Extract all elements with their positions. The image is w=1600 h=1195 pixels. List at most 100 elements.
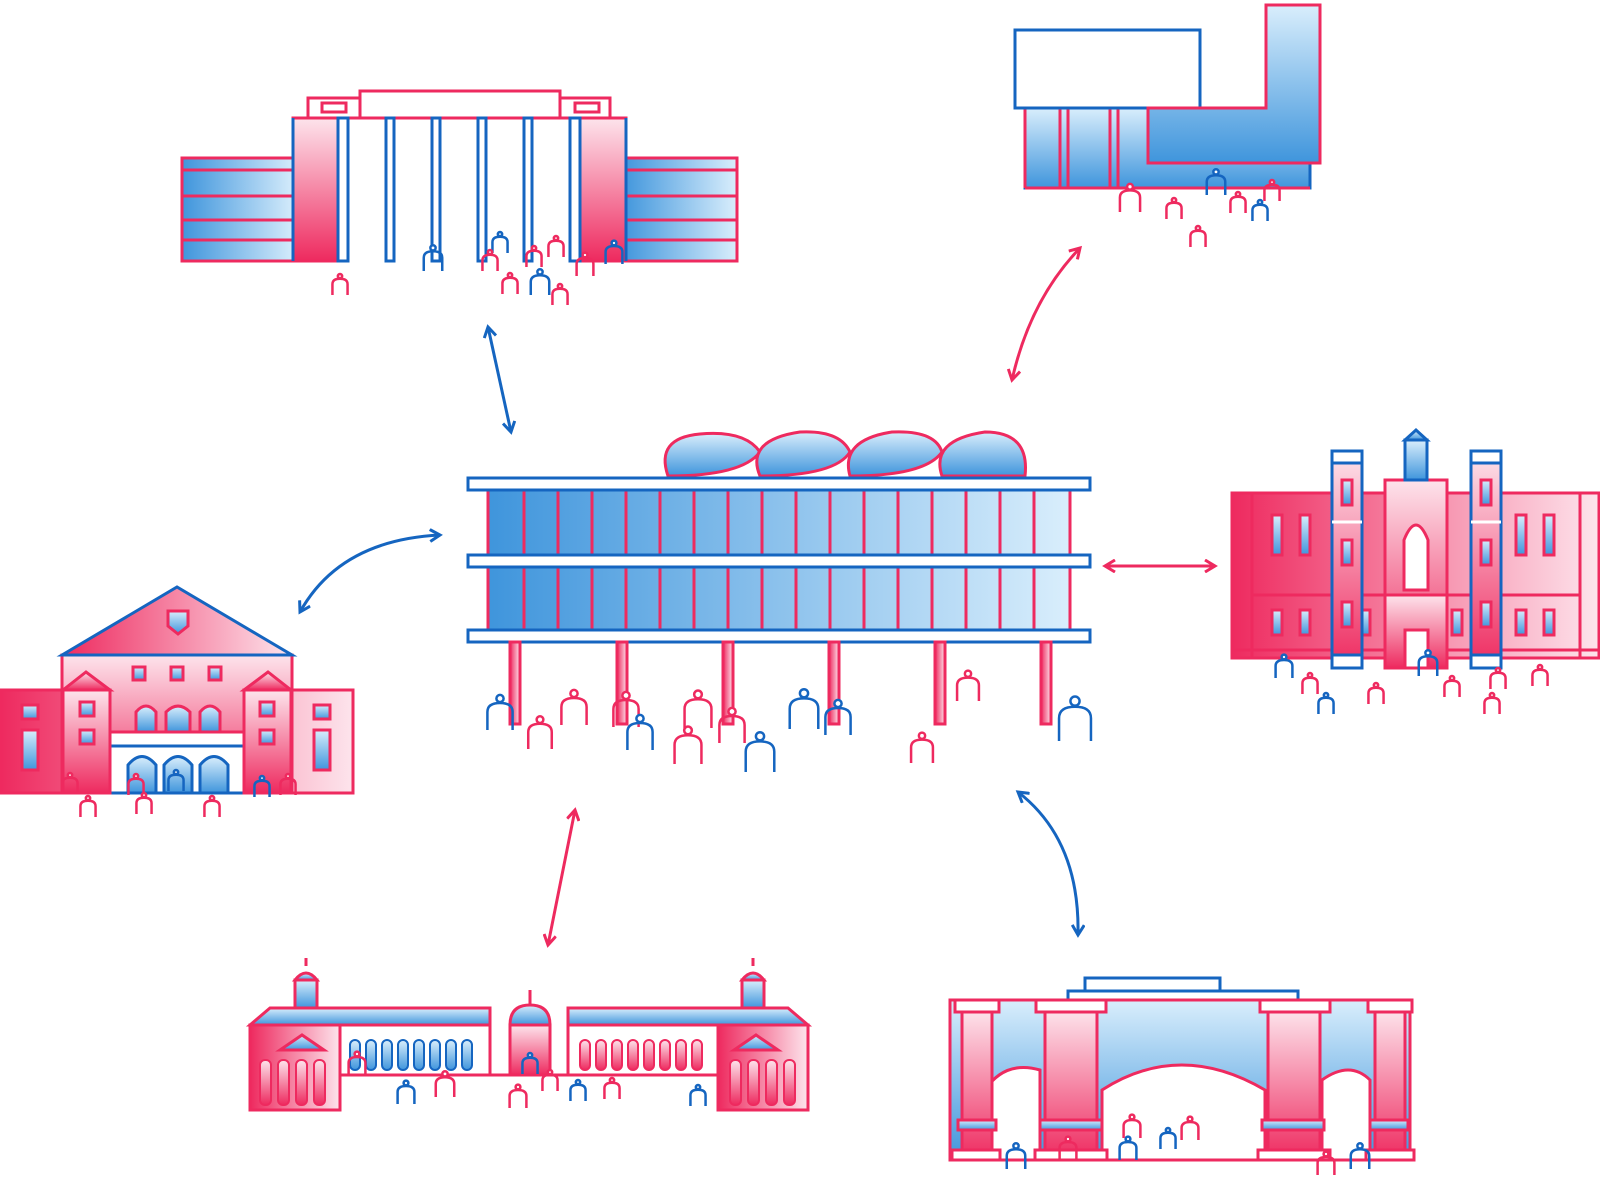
building-with-columns-icon — [180, 89, 739, 263]
person-head-icon — [1448, 674, 1456, 682]
person-head-icon — [727, 706, 737, 717]
person-figure-icon — [331, 277, 349, 295]
person-head-icon — [530, 244, 538, 252]
person-figure-icon — [683, 697, 713, 728]
person-head-icon — [506, 271, 514, 279]
person-figure-icon — [1274, 658, 1294, 678]
person-head-icon — [1164, 1126, 1172, 1134]
person-head-icon — [1488, 691, 1496, 699]
person-figure-icon — [508, 1088, 528, 1108]
person-head-icon — [917, 731, 927, 741]
person-head-icon — [495, 693, 505, 704]
person-head-icon — [486, 248, 494, 256]
person-figure-icon — [569, 1083, 587, 1101]
person-figure-icon — [1317, 696, 1335, 714]
person-figure-icon — [396, 1084, 416, 1104]
person-head-icon — [1124, 1135, 1132, 1143]
connection-arrows — [300, 248, 1215, 945]
person-head-icon — [569, 688, 579, 699]
person-head-icon — [284, 772, 292, 780]
person-head-icon — [546, 1068, 554, 1076]
person-figure-icon — [501, 276, 519, 294]
people-figures — [61, 168, 1549, 1175]
person-head-icon — [1256, 198, 1264, 206]
person-figure-icon — [673, 733, 703, 764]
person-head-icon — [635, 713, 645, 724]
person-figure-icon — [626, 721, 654, 750]
person-head-icon — [682, 725, 694, 736]
person-figure-icon — [526, 722, 554, 749]
person-figure-icon — [1165, 201, 1183, 219]
person-head-icon — [132, 772, 140, 780]
person-head-icon — [754, 730, 766, 742]
person-head-icon — [514, 1083, 522, 1091]
person-head-icon — [1170, 196, 1178, 204]
person-head-icon — [258, 774, 266, 782]
person-head-icon — [1234, 190, 1242, 198]
arrow-to-manor — [300, 535, 440, 612]
person-head-icon — [798, 687, 810, 699]
person-head-icon — [1128, 1113, 1136, 1121]
person-figure-icon — [551, 287, 569, 305]
person-figure-icon — [909, 738, 935, 763]
person-figure-icon — [1489, 671, 1507, 689]
person-head-icon — [402, 1079, 410, 1087]
person-head-icon — [692, 689, 704, 700]
person-figure-icon — [1531, 668, 1549, 686]
person-head-icon — [556, 282, 564, 290]
person-head-icon — [608, 1076, 616, 1084]
person-figure-icon — [481, 253, 499, 271]
person-head-icon — [441, 1070, 449, 1078]
person-head-icon — [1064, 1135, 1072, 1143]
person-head-icon — [429, 244, 437, 252]
person-figure-icon — [1229, 195, 1247, 213]
person-figure-icon — [689, 1088, 707, 1106]
person-figure-icon — [955, 676, 981, 701]
person-head-icon — [208, 794, 216, 802]
person-figure-icon — [1443, 679, 1461, 697]
person-head-icon — [1268, 178, 1276, 186]
person-figure-icon — [529, 273, 551, 295]
arrow-to-column-hall — [488, 327, 511, 432]
person-head-icon — [581, 251, 589, 259]
person-head-icon — [610, 239, 618, 247]
person-head-icon — [552, 234, 560, 242]
arrow-to-cantilever — [1012, 248, 1080, 380]
person-head-icon — [1356, 1142, 1364, 1150]
person-head-icon — [84, 794, 92, 802]
person-head-icon — [1012, 1142, 1020, 1150]
person-figure-icon — [203, 799, 221, 817]
person-figure-icon — [135, 796, 153, 814]
person-head-icon — [833, 698, 843, 709]
person-head-icon — [1125, 182, 1135, 191]
person-head-icon — [1194, 224, 1202, 232]
person-figure-icon — [1301, 676, 1319, 694]
arrow-to-gateway — [1018, 792, 1078, 935]
domed-arcade-building-icon — [245, 958, 813, 1112]
person-figure-icon — [603, 1081, 621, 1099]
building-on-pilotis-icon — [466, 430, 1092, 726]
person-figure-icon — [1251, 203, 1269, 221]
person-head-icon — [140, 791, 148, 799]
person-head-icon — [1069, 695, 1081, 707]
person-head-icon — [172, 768, 180, 776]
pediment-manor-icon — [0, 585, 355, 795]
person-head-icon — [1424, 649, 1432, 657]
person-head-icon — [536, 268, 544, 276]
person-head-icon — [496, 230, 504, 238]
person-head-icon — [336, 272, 344, 280]
person-figure-icon — [1057, 705, 1093, 741]
modern-cantilever-building-icon — [1013, 3, 1322, 190]
person-head-icon — [621, 690, 631, 701]
person-figure-icon — [1367, 686, 1385, 704]
person-head-icon — [1186, 1115, 1194, 1123]
person-figure-icon — [744, 740, 776, 772]
person-head-icon — [1212, 168, 1220, 176]
person-figure-icon — [788, 697, 820, 729]
person-figure-icon — [1483, 696, 1501, 714]
person-figure-icon — [541, 1073, 559, 1091]
person-figure-icon — [547, 239, 565, 257]
person-figure-icon — [1118, 189, 1142, 212]
person-figure-icon — [491, 235, 509, 253]
